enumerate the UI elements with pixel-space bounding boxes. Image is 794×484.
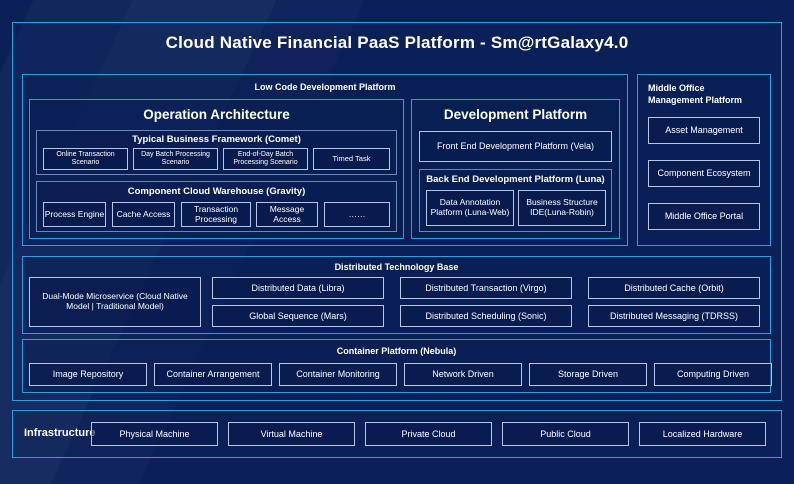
distributed-box-distributed-messaging[interactable]: Distributed Messaging (TDRSS) [588,305,760,327]
container-platform-title: Container Platform (Nebula) [336,346,457,356]
distributed-box-dual-mode-microservice[interactable]: Dual-Mode Microservice (Cloud Native Mod… [29,277,201,327]
distributed-box-distributed-data[interactable]: Distributed Data (Libra) [212,277,384,299]
component-box-more[interactable]: …… [324,202,390,227]
scenario-box-online-transaction[interactable]: Online Transaction Scenario [43,148,128,170]
front-end-platform-box[interactable]: Front End Development Platform (Vela) [419,131,612,162]
container-box-network-driven[interactable]: Network Driven [404,363,522,386]
distributed-technology-base-title: Distributed Technology Base [334,262,459,272]
middle-office-box-asset-management[interactable]: Asset Management [648,117,760,144]
back-end-box-data-annotation[interactable]: Data Annotation Platform (Luna-Web) [426,190,514,226]
middle-office-box-middle-office-portal[interactable]: Middle Office Portal [648,203,760,230]
distributed-box-distributed-transaction[interactable]: Distributed Transaction (Virgo) [400,277,572,299]
distributed-box-distributed-cache[interactable]: Distributed Cache (Orbit) [588,277,760,299]
container-box-storage-driven[interactable]: Storage Driven [529,363,647,386]
component-box-message-access[interactable]: Message Access [256,202,318,227]
component-cloud-warehouse-title: Component Cloud Warehouse (Gravity) [127,186,306,197]
infrastructure-box-public-cloud[interactable]: Public Cloud [502,422,629,446]
infrastructure-box-physical-machine[interactable]: Physical Machine [91,422,218,446]
back-end-platform-title: Back End Development Platform (Luna) [426,174,605,185]
infrastructure-label: Infrastructure [24,427,96,439]
operation-architecture-title: Operation Architecture [143,107,290,122]
page-title: Cloud Native Financial PaaS Platform - S… [165,33,629,52]
distributed-box-global-sequence[interactable]: Global Sequence (Mars) [212,305,384,327]
scenario-box-timed-task[interactable]: Timed Task [313,148,390,170]
back-end-box-business-structure-ide[interactable]: Business Structure IDE(Luna-Robin) [518,190,606,226]
component-box-transaction-processing[interactable]: Transaction Processing [181,202,251,227]
component-box-process-engine[interactable]: Process Engine [43,202,106,227]
container-box-container-arrangement[interactable]: Container Arrangement [154,363,272,386]
development-platform-title: Development Platform [443,107,588,122]
low-code-platform-title: Low Code Development Platform [254,82,396,92]
typical-business-framework-title: Typical Business Framework (Comet) [132,134,301,145]
scenario-box-end-of-day-batch[interactable]: End-of-Day Batch Processing Scenario [223,148,308,170]
component-box-cache-access[interactable]: Cache Access [112,202,175,227]
infrastructure-box-virtual-machine[interactable]: Virtual Machine [228,422,355,446]
middle-office-title: Middle Office Management Platform [648,83,743,106]
infrastructure-box-private-cloud[interactable]: Private Cloud [365,422,492,446]
container-box-image-repository[interactable]: Image Repository [29,363,147,386]
container-box-computing-driven[interactable]: Computing Driven [654,363,772,386]
infrastructure-box-localized-hardware[interactable]: Localized Hardware [639,422,766,446]
scenario-box-day-batch[interactable]: Day Batch Processing Scenario [133,148,218,170]
middle-office-box-component-ecosystem[interactable]: Component Ecosystem [648,160,760,187]
distributed-box-distributed-scheduling[interactable]: Distributed Scheduling (Sonic) [400,305,572,327]
container-box-container-monitoring[interactable]: Container Monitoring [279,363,397,386]
